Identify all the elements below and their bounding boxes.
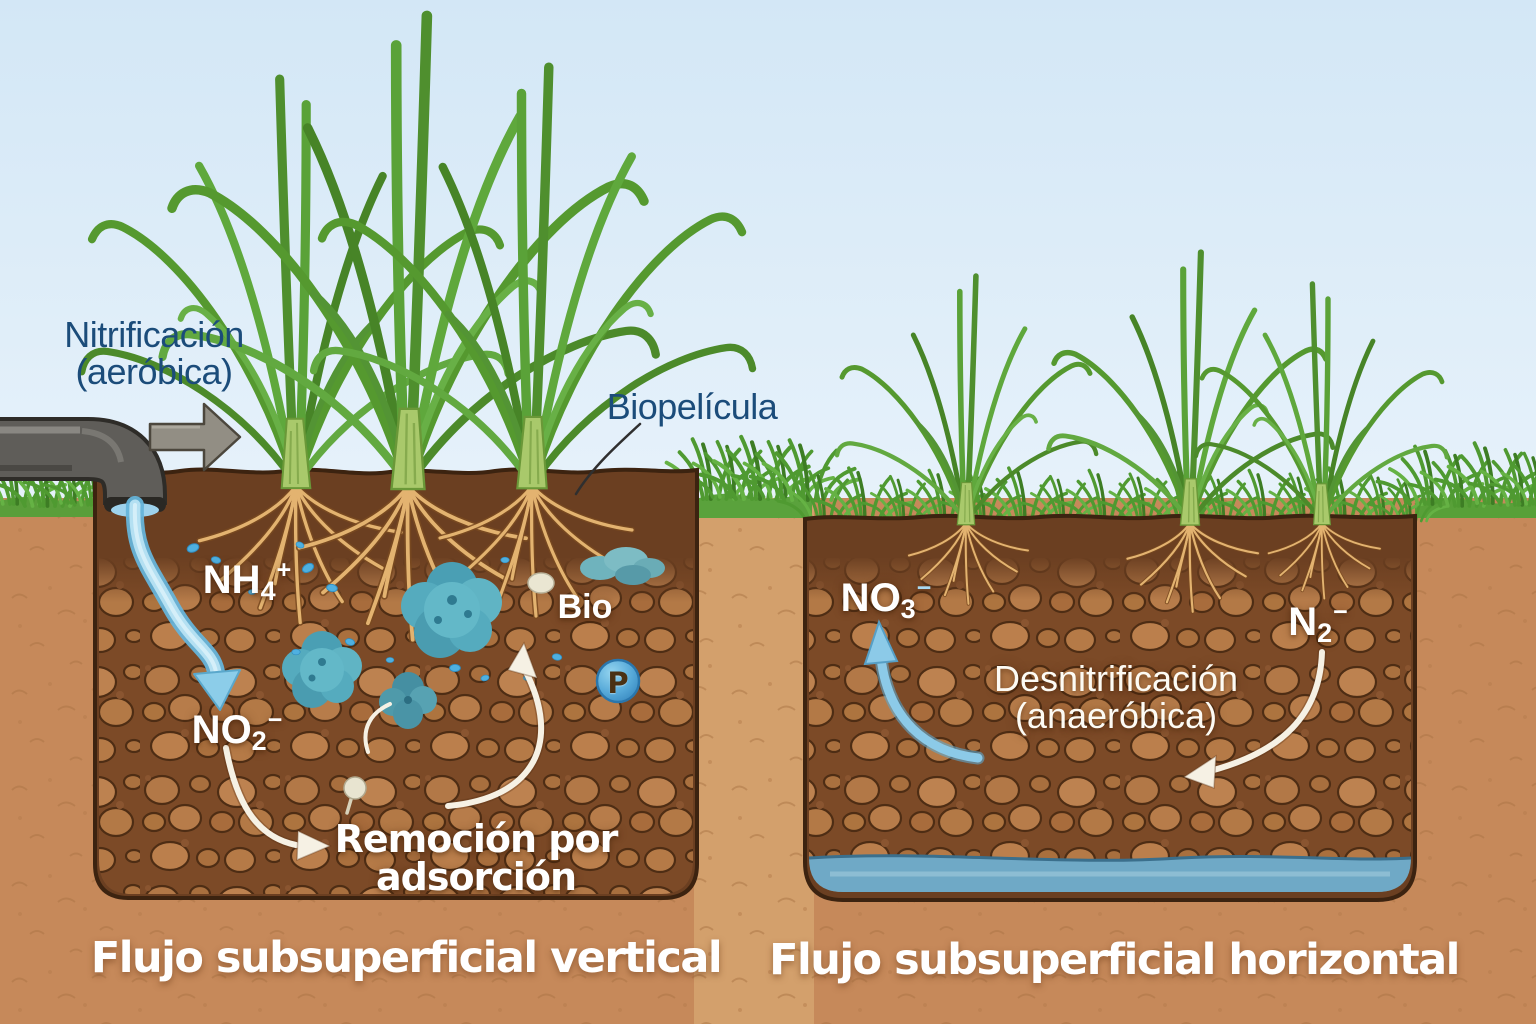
- white-pebble: [527, 572, 555, 594]
- denitrification-label: Desnitrificación (anaeróbica): [993, 658, 1239, 736]
- n2-label: N2−: [1288, 598, 1348, 648]
- inlet-pipe: [0, 417, 167, 517]
- right-panel-title: Flujo subsuperficial horizontal: [769, 935, 1460, 985]
- adsorption-arrows: [221, 641, 546, 862]
- nitrate-up-arrow: [863, 619, 985, 765]
- horizontal-flow-basin: [803, 513, 1417, 902]
- left-panel-title: Flujo subsuperficial vertical: [90, 933, 723, 983]
- influent-stream-arrow: [125, 496, 241, 711]
- vertical-flow-basin: [93, 467, 699, 900]
- no3-label: NO3−: [840, 574, 932, 624]
- phosphorus-letter: P: [607, 666, 629, 700]
- water-table-layer: [808, 854, 1412, 892]
- adsorption-label: Remoción por adsorción: [334, 817, 619, 899]
- bio-label: Bio: [557, 588, 613, 626]
- nh4-label: NH4+: [202, 556, 292, 606]
- n2-arrow: [1182, 647, 1327, 790]
- phosphorus-badge: [595, 658, 641, 704]
- no2-label: NO2−: [191, 706, 283, 756]
- biofilm-clusters: [282, 547, 665, 729]
- biofilm-callout-label: Biopelícula: [606, 386, 778, 427]
- nitrification-label: Nitrificación (aeróbica): [64, 314, 244, 392]
- biofilm-pointer-line: [574, 422, 642, 496]
- white-pin: [343, 776, 367, 815]
- surface-grass: [0, 437, 1536, 523]
- inflow-arrow: [148, 402, 242, 472]
